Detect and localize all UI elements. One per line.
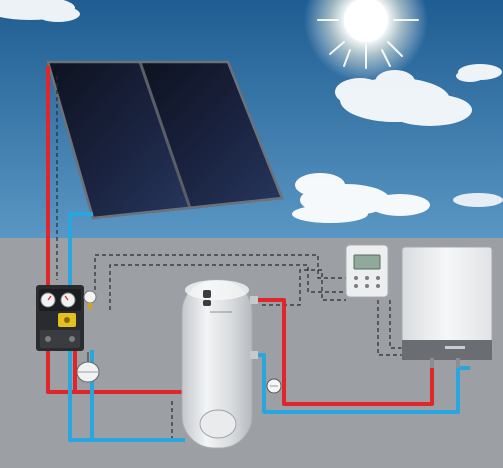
flow-regulator-icon — [266, 378, 282, 394]
pump-station — [36, 285, 97, 351]
storage-tank — [181, 279, 258, 449]
pump-icon — [58, 313, 76, 327]
hot-water-pipes — [46, 66, 434, 406]
cloud-icon — [453, 193, 503, 207]
expansion-vessel-icon — [76, 352, 100, 383]
pressure-gauge-icon — [60, 292, 76, 308]
control-display-icon — [353, 254, 381, 270]
solar-controller — [345, 244, 389, 298]
solar-collectors — [46, 60, 284, 220]
tank-inspection-flange — [199, 409, 237, 439]
signal-wires — [56, 76, 406, 440]
thermometer-icon — [40, 292, 56, 308]
sun-icon — [304, 0, 428, 82]
cloud-icon — [0, 0, 80, 22]
cloud-icon — [335, 70, 472, 126]
manometer-icon — [83, 290, 97, 304]
cloud-icon — [292, 173, 430, 223]
boiler — [401, 246, 493, 368]
cloud-icon — [456, 64, 502, 82]
